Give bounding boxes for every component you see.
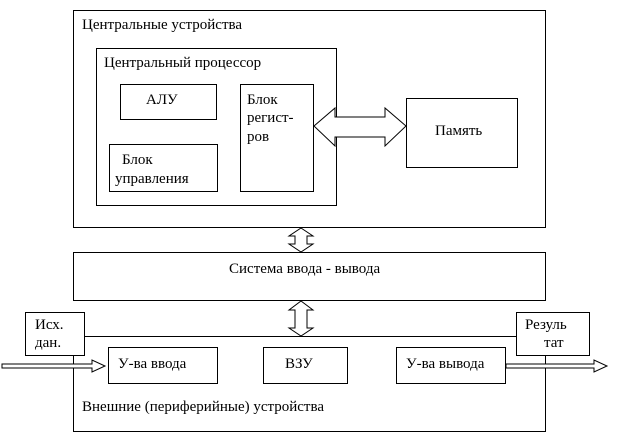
registers-memory-arrow bbox=[313, 106, 407, 148]
cpu-title: Центральный процессор bbox=[104, 55, 262, 71]
output-arrow bbox=[505, 359, 609, 373]
input-arrow bbox=[1, 359, 107, 373]
external-storage-box bbox=[263, 347, 348, 384]
result-box bbox=[516, 312, 590, 356]
io-system-box bbox=[73, 252, 546, 301]
result-label-2: тат bbox=[544, 335, 564, 351]
control-unit-box bbox=[109, 144, 218, 192]
registers-label-2: регист- bbox=[247, 110, 294, 126]
memory-box bbox=[406, 98, 518, 168]
central-io-arrow bbox=[287, 227, 315, 253]
result-label-1: Резуль bbox=[525, 317, 567, 333]
registers-label-3: ров bbox=[247, 129, 270, 145]
alu-label: АЛУ bbox=[146, 92, 178, 108]
central-devices-title: Центральные устройства bbox=[82, 17, 243, 33]
source-data-label-1: Исх. bbox=[35, 317, 64, 333]
control-unit-label-2: управления bbox=[115, 171, 189, 187]
input-devices-box bbox=[108, 347, 218, 384]
source-data-label-2: дан. bbox=[35, 335, 62, 351]
source-data-box bbox=[25, 312, 85, 356]
output-devices-label: У-ва вывода bbox=[406, 356, 485, 372]
external-storage-label: ВЗУ bbox=[285, 356, 313, 372]
memory-label: Память bbox=[435, 123, 483, 139]
registers-label-1: Блок bbox=[247, 92, 278, 108]
input-devices-label: У-ва ввода bbox=[118, 356, 187, 372]
peripheral-devices-title: Внешние (периферийные) устройства bbox=[82, 399, 325, 415]
output-devices-box bbox=[396, 347, 506, 384]
registers-box bbox=[240, 84, 314, 192]
alu-box bbox=[120, 84, 217, 120]
control-unit-label-1: Блок bbox=[122, 152, 153, 168]
io-peripheral-arrow bbox=[287, 300, 315, 337]
io-system-label: Система ввода - вывода bbox=[229, 261, 381, 277]
